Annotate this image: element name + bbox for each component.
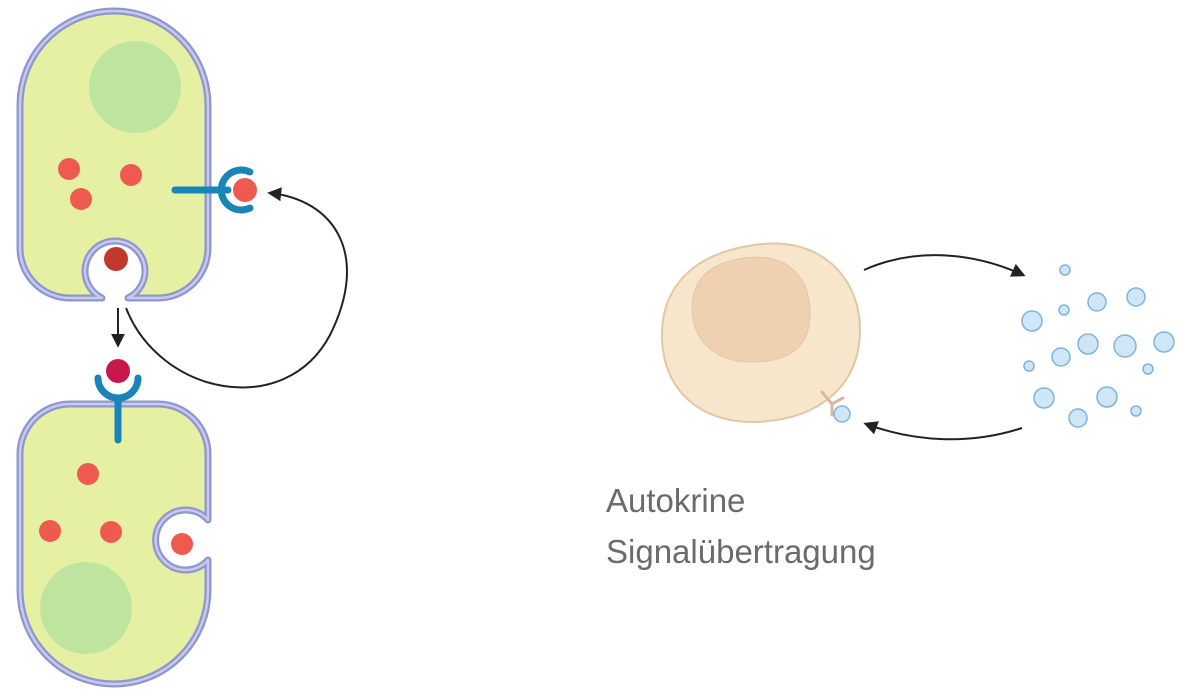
vesicle — [1058, 304, 1070, 316]
round-cell-nucleus — [691, 256, 811, 363]
vesicle — [1068, 408, 1088, 428]
vesicle — [1113, 334, 1137, 358]
vesicle — [1142, 363, 1154, 375]
vesicle — [1059, 264, 1071, 276]
receptor-icon — [820, 390, 845, 417]
vesicle — [1130, 405, 1142, 417]
upper-cell-membrane-inner — [18, 9, 210, 300]
caption: Autokrine Signalübertragung — [606, 482, 876, 570]
signal-molecule — [77, 463, 99, 485]
lower-cell — [16, 359, 212, 688]
signal-molecule — [58, 158, 80, 180]
vesicle — [1096, 386, 1118, 408]
internalized-molecule — [104, 247, 128, 271]
upper-cell-nucleus — [89, 41, 181, 133]
signal-molecule — [39, 520, 61, 542]
lower-cell-membrane-inner — [18, 402, 210, 686]
vesicle — [1077, 333, 1099, 355]
upper-cell — [16, 7, 257, 302]
bound-vesicle — [833, 405, 851, 423]
receptor-icon — [171, 166, 254, 214]
signal-molecule — [120, 164, 142, 186]
receptor-icon — [94, 374, 142, 444]
curved-arrow-icon — [863, 254, 1026, 277]
caption-line-1: Autokrine — [606, 482, 745, 519]
curved-arrow-icon — [125, 187, 348, 389]
vesicle — [1153, 331, 1175, 353]
vesicle — [1033, 387, 1055, 409]
vesicle — [1023, 360, 1035, 372]
molecule-cluster-icon — [1021, 264, 1175, 428]
signal-molecule-bound — [233, 178, 257, 202]
vesicle — [1126, 287, 1146, 307]
vesicle — [1087, 292, 1107, 312]
signal-molecule — [100, 521, 122, 543]
caption-line-2: Signalübertragung — [606, 533, 876, 570]
signal-molecule — [171, 533, 193, 555]
signal-molecule-bound — [106, 359, 130, 383]
round-cell — [660, 242, 862, 424]
lower-cell-nucleus — [40, 562, 132, 654]
signal-molecule — [70, 188, 92, 210]
vesicle — [1021, 310, 1043, 332]
vesicle — [1051, 347, 1071, 367]
curved-arrow-icon — [863, 421, 1023, 441]
